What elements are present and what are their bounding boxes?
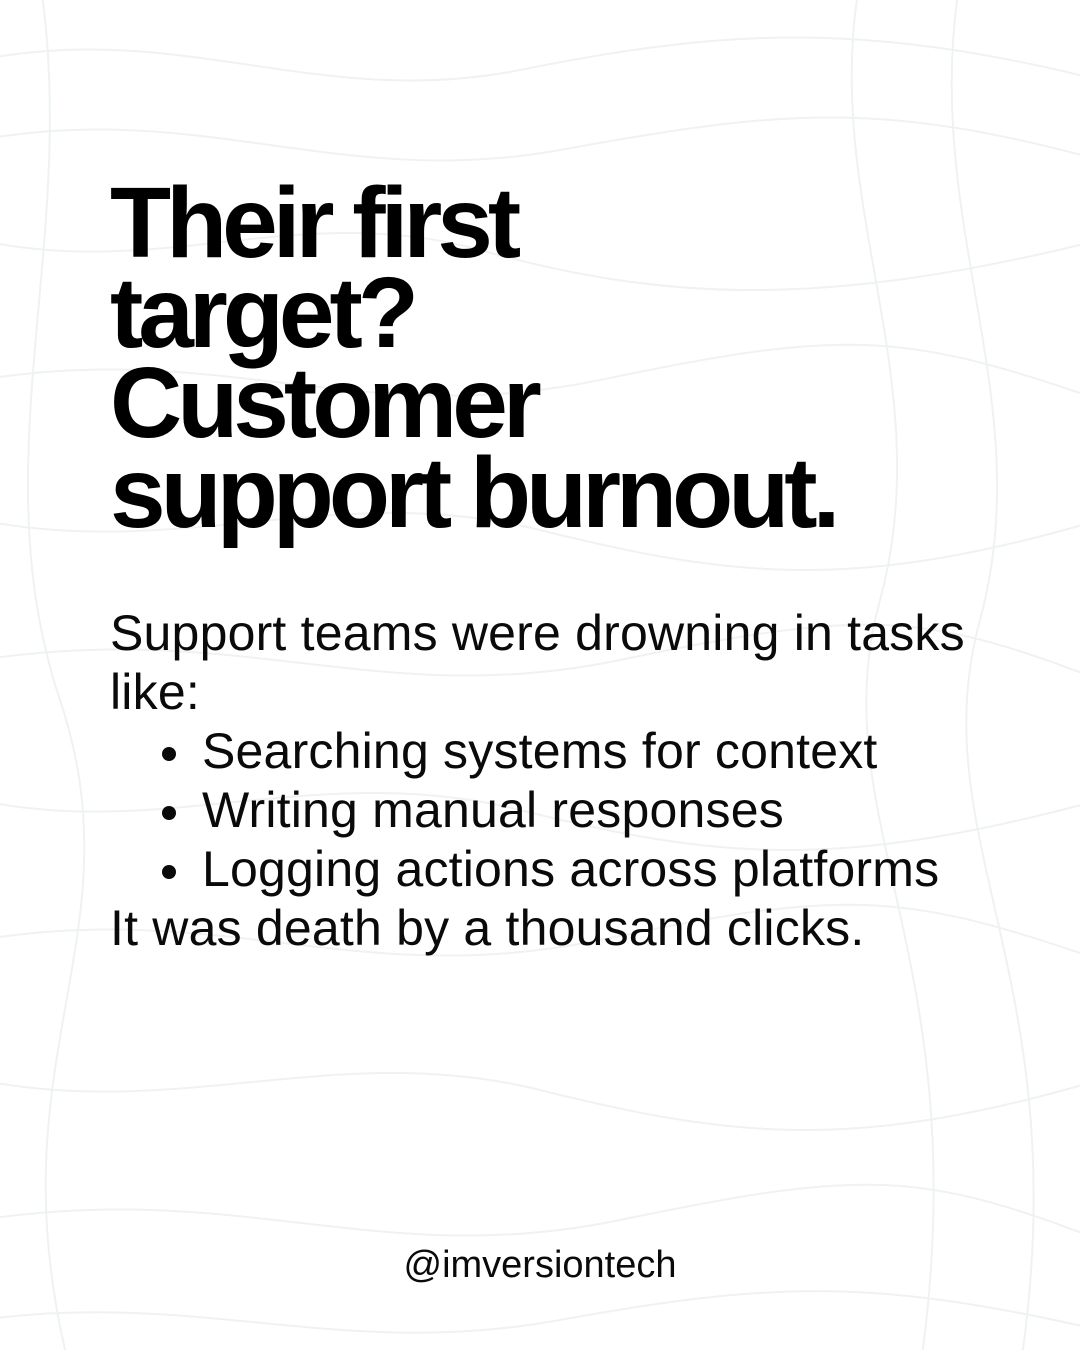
headline-line: Their first — [110, 167, 521, 279]
slide-content: Their first target? Customer support bur… — [110, 167, 990, 958]
body-text: Support teams were drowning in tasks lik… — [110, 604, 990, 958]
task-list: Searching systems for context Writing ma… — [110, 722, 990, 899]
list-item: Writing manual responses — [162, 781, 990, 840]
headline-line: Customer — [110, 347, 542, 459]
list-item: Searching systems for context — [162, 722, 990, 781]
headline-line: target? — [110, 257, 419, 369]
headline-line: support burnout. — [110, 437, 840, 549]
list-item: Logging actions across platforms — [162, 840, 990, 899]
headline: Their first target? Customer support bur… — [110, 167, 990, 549]
conclusion-text: It was death by a thousand clicks. — [110, 900, 865, 956]
intro-text: Support teams were drowning in tasks lik… — [110, 605, 965, 720]
author-handle: @imversiontech — [403, 1244, 677, 1286]
